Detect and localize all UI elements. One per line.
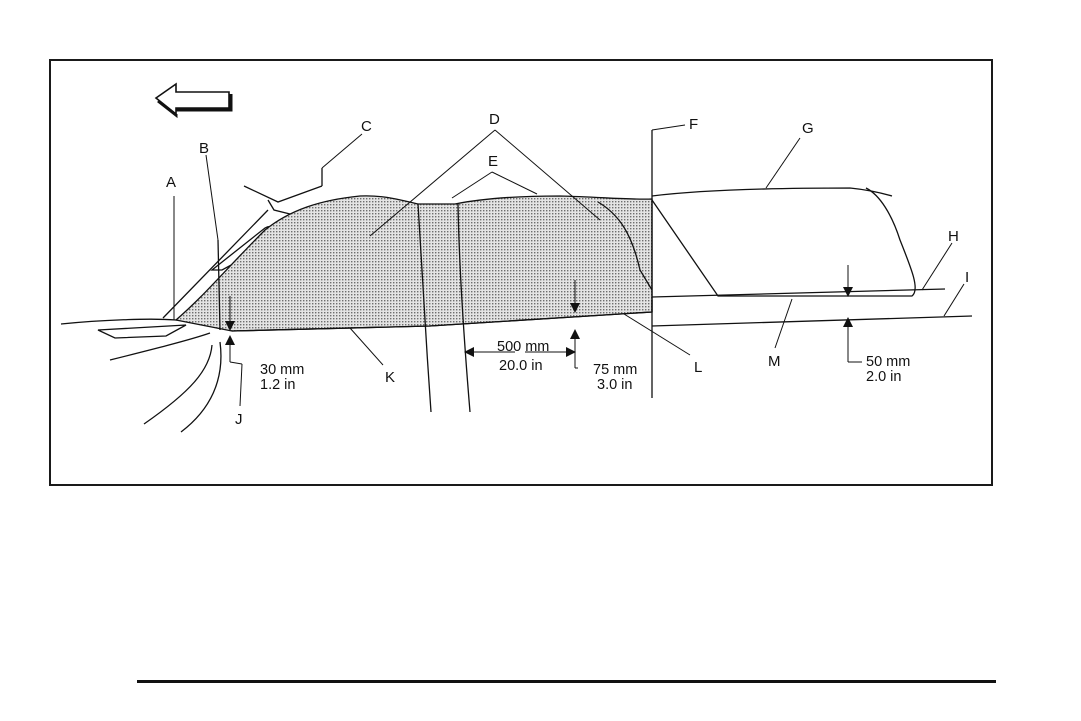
footer-rule bbox=[137, 680, 996, 683]
rear-window bbox=[652, 188, 972, 326]
dim-front-mm: 30 mm bbox=[260, 362, 304, 378]
callout-i: I bbox=[965, 269, 969, 286]
dimension-labels: 30 mm 1.2 in 500 mm 20.0 in 75 mm 3.0 in… bbox=[260, 339, 910, 393]
shaded-film-area bbox=[176, 196, 652, 331]
dim-rear-mm: 75 mm bbox=[593, 362, 637, 378]
dim-width-mm: 500 mm bbox=[497, 339, 549, 355]
callout-j: J bbox=[235, 411, 243, 428]
callout-g: G bbox=[802, 120, 814, 137]
callout-l: L bbox=[694, 359, 702, 376]
dim-rear-in: 3.0 in bbox=[597, 377, 632, 393]
dim-overlap-mm: 50 mm bbox=[866, 354, 910, 370]
callout-e: E bbox=[488, 153, 498, 170]
callout-h: H bbox=[948, 228, 959, 245]
callout-f: F bbox=[689, 116, 698, 133]
callout-k: K bbox=[385, 369, 395, 386]
dim-overlap-in: 2.0 in bbox=[866, 369, 901, 385]
callout-a: A bbox=[166, 174, 176, 191]
callout-m: M bbox=[768, 353, 781, 370]
dashboard-outline bbox=[61, 318, 243, 432]
callout-d: D bbox=[489, 111, 500, 128]
dim-width-in: 20.0 in bbox=[499, 358, 543, 374]
dim-front-in: 1.2 in bbox=[260, 377, 295, 393]
left-arrow-icon bbox=[156, 84, 231, 115]
callout-b: B bbox=[199, 140, 209, 157]
callout-c: C bbox=[361, 118, 372, 135]
